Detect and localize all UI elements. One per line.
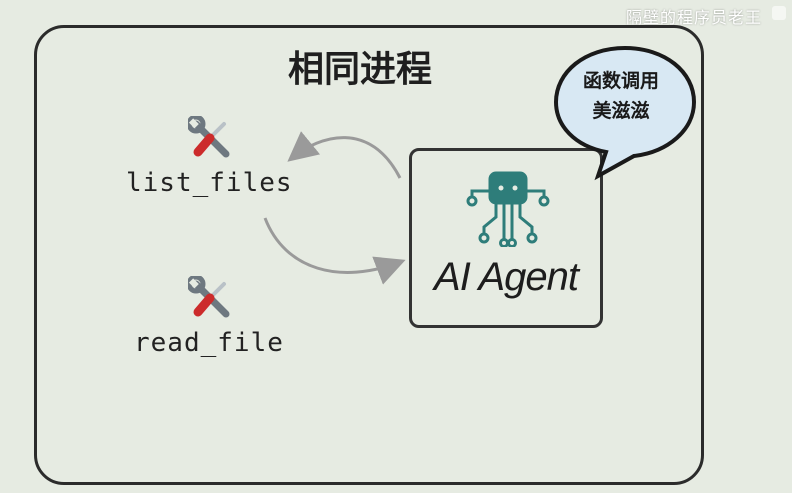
robot-icon	[466, 171, 550, 247]
speech-bubble	[553, 45, 697, 181]
bubble-line-1: 函数调用	[582, 70, 659, 92]
bubble-text: 函数调用 美滋滋	[566, 66, 676, 126]
tools-icon	[188, 276, 230, 318]
watermark-logo	[772, 6, 786, 20]
tool-label-list-files: list_files	[126, 168, 293, 198]
process-title: 相同进程	[288, 49, 433, 90]
tools-icon	[188, 116, 230, 158]
process-boundary	[34, 25, 704, 485]
arrow-agent-to-list-files	[287, 131, 402, 179]
tool-label-read-file: read_file	[134, 328, 284, 358]
arrow-list-files-to-agent	[263, 217, 406, 285]
agent-label: AI Agent	[434, 255, 579, 299]
watermark: 隔壁的程序员老王	[625, 8, 762, 27]
agent-box: AI Agent	[409, 148, 603, 328]
bubble-line-2: 美滋滋	[592, 100, 650, 122]
